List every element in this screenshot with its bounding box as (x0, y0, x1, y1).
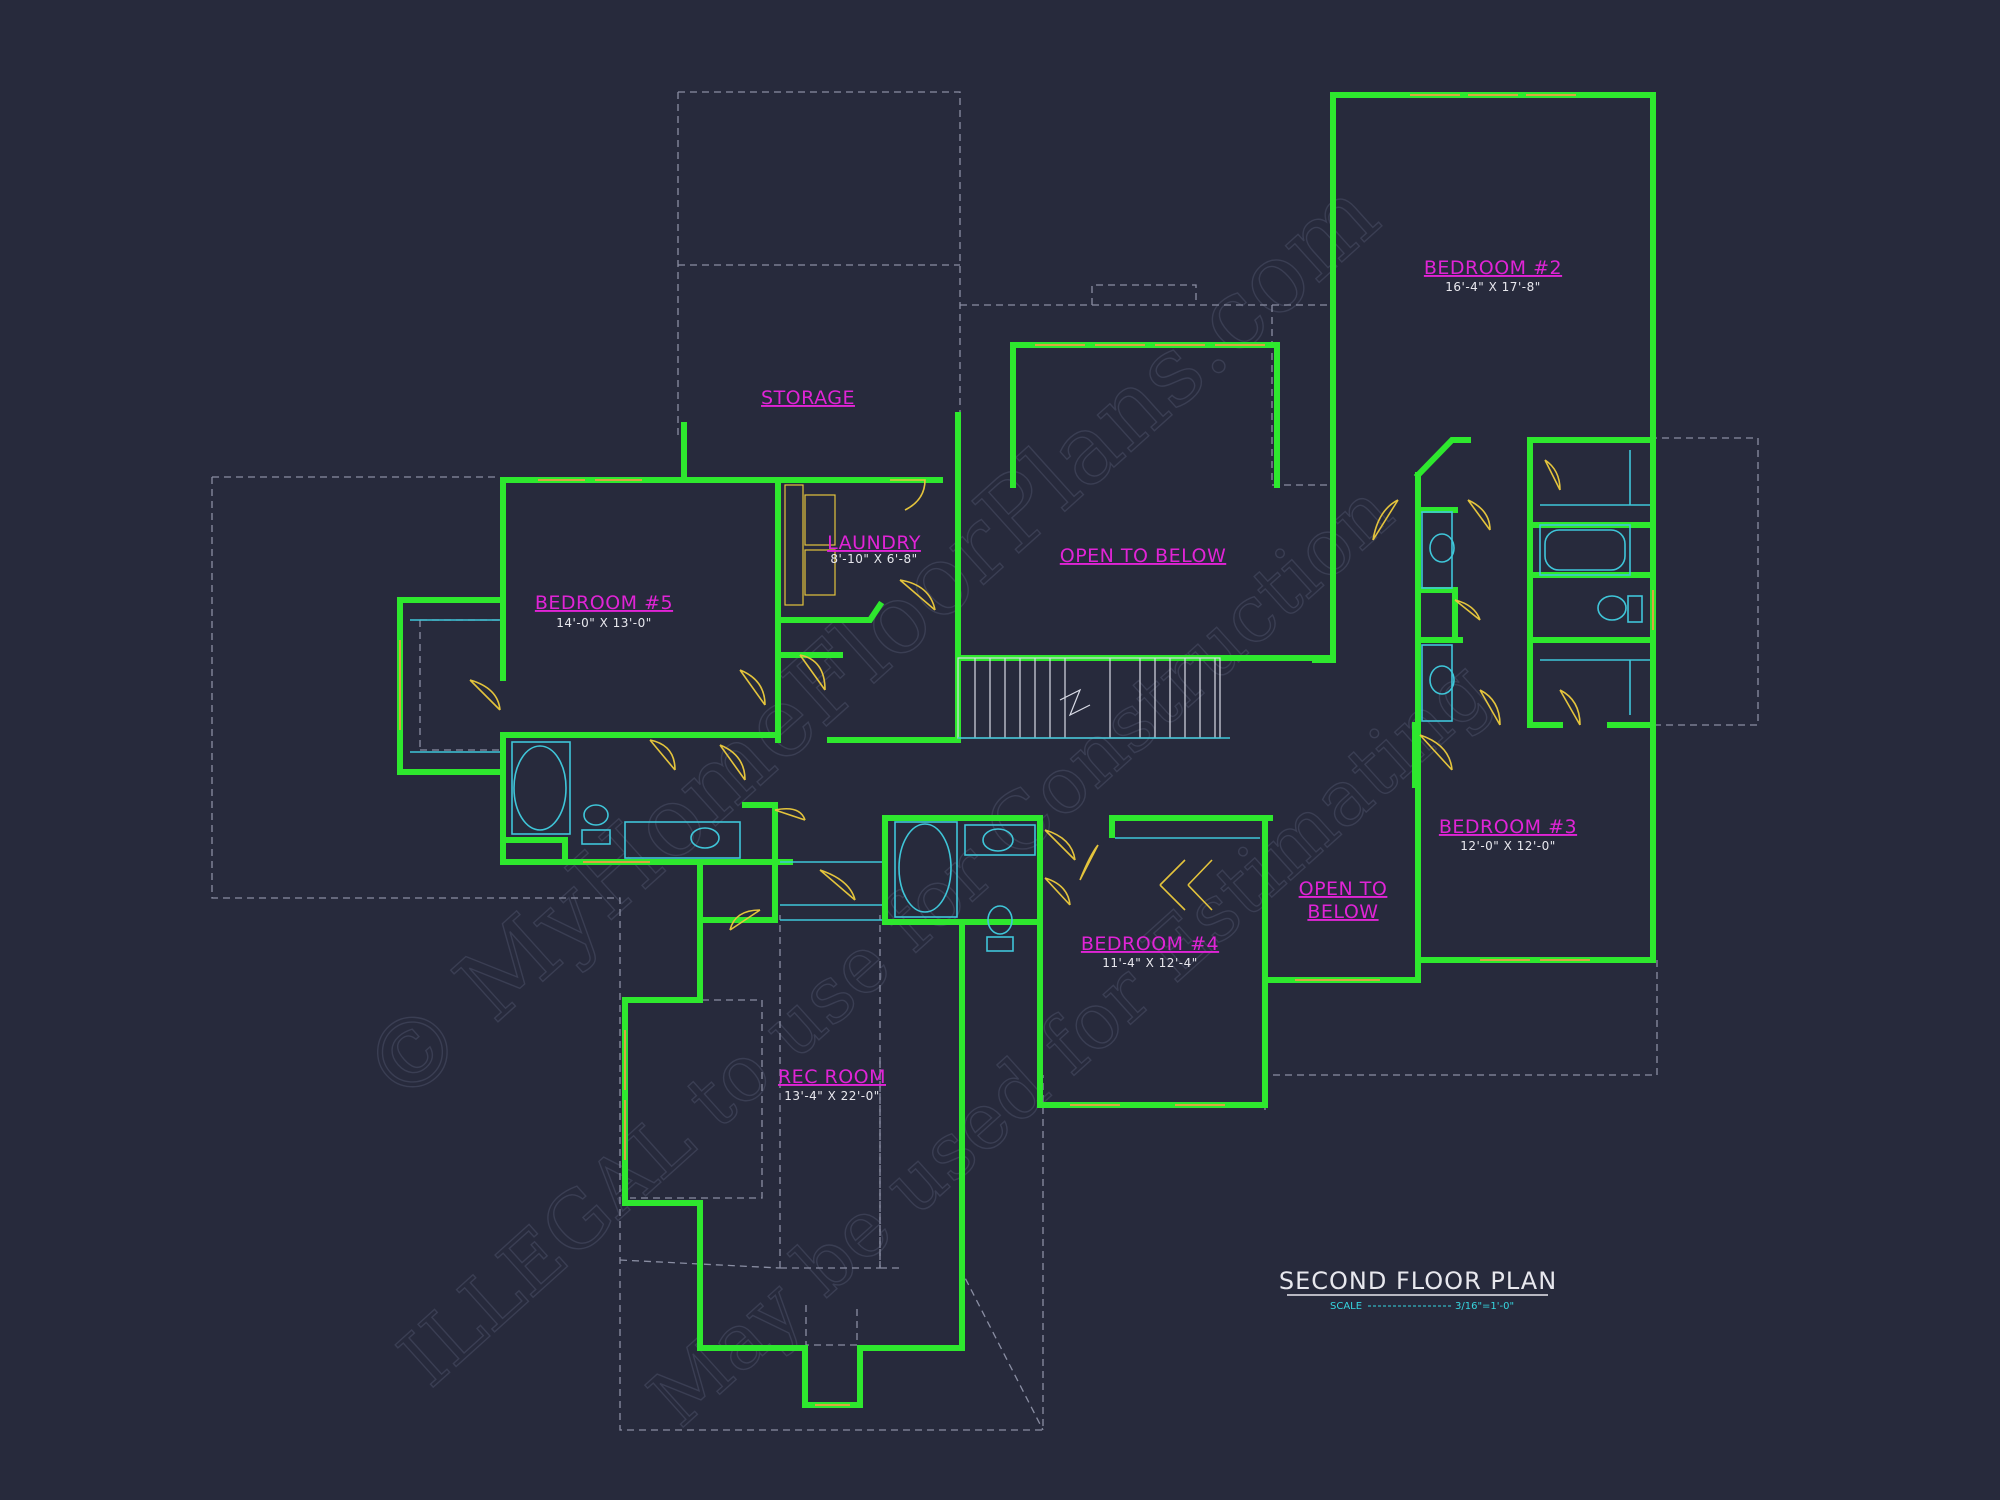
scale-value: 3/16"=1'-0" (1455, 1301, 1514, 1312)
bedroom-4-label: BEDROOM #4 (1081, 933, 1219, 955)
title-block: SECOND FLOOR PLAN SCALE 3/16"=1'-0" (1279, 1267, 1557, 1312)
rec-room-label: REC ROOM (778, 1066, 886, 1088)
room-labels: STORAGE LAUNDRY 8'-10" X 6'-8" OPEN TO B… (535, 257, 1577, 1103)
built-ins (410, 450, 1650, 839)
bedroom-5-dims: 14'-0" X 13'-0" (556, 616, 651, 630)
windows (399, 94, 1654, 1406)
bedroom-4-dims: 11'-4" X 12'-4" (1102, 956, 1197, 970)
bath-fixtures (511, 511, 1643, 952)
bedroom-2-label: BEDROOM #2 (1424, 257, 1562, 279)
open-to-below-small-label-1: OPEN TO (1299, 878, 1388, 900)
open-to-below-small-label-2: BELOW (1307, 901, 1378, 923)
doors (469, 459, 1581, 931)
bedroom-2-dims: 16'-4" X 17'-8" (1445, 280, 1540, 294)
stairs (780, 657, 1230, 921)
laundry-dims: 8'-10" X 6'-8" (830, 552, 917, 566)
laundry-label: LAUNDRY (827, 532, 921, 554)
rec-room-dims: 13'-4" X 22'-0" (784, 1089, 879, 1103)
open-to-below-main-label: OPEN TO BELOW (1060, 545, 1226, 567)
scale-label: SCALE (1330, 1301, 1362, 1312)
storage-label: STORAGE (761, 387, 855, 409)
bedroom-3-dims: 12'-0" X 12'-0" (1460, 839, 1555, 853)
plan-title: SECOND FLOOR PLAN (1279, 1267, 1557, 1295)
bedroom-5-label: BEDROOM #5 (535, 592, 673, 614)
bedroom-3-label: BEDROOM #3 (1439, 816, 1577, 838)
